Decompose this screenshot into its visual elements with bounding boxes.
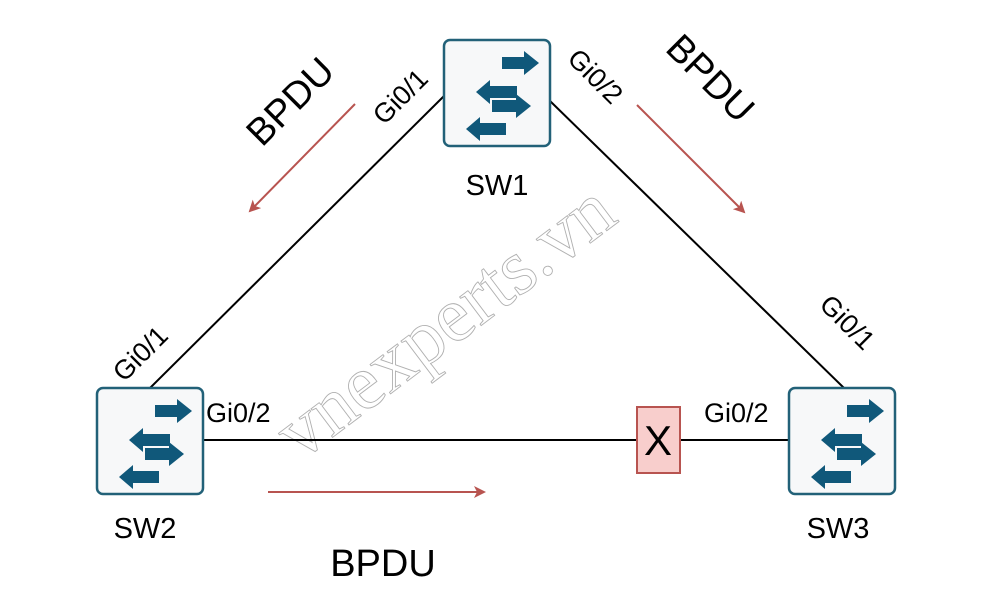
watermark-text: vnexperts.vn	[258, 165, 630, 476]
port-label-sw2-gi02: Gi0/2	[206, 398, 271, 428]
bpdu-arrow-sw1-to-sw3	[636, 104, 746, 214]
blocked-port-box	[636, 406, 681, 474]
blocked-port-x: X	[644, 417, 672, 464]
switch-icon	[787, 386, 897, 496]
switch-sw2[interactable]	[95, 386, 205, 496]
switch-label-sw1: SW1	[466, 170, 529, 202]
switch-label-sw2: SW2	[114, 513, 177, 545]
port-label-sw3-gi01: Gi0/1	[814, 289, 881, 356]
link-sw1-sw3	[548, 99, 845, 389]
bpdu-label-sw2-to-sw3: BPDU	[330, 543, 436, 585]
port-label-sw2-gi01: Gi0/1	[107, 320, 174, 387]
bpdu-arrow-sw1-to-sw2	[248, 103, 356, 213]
switch-sw1[interactable]	[442, 38, 552, 148]
bpdu-label-sw1-to-sw3: BPDU	[658, 27, 762, 131]
link-sw1-sw2	[149, 95, 445, 389]
switch-sw3[interactable]	[787, 386, 897, 496]
blocked-port-marker: X	[636, 406, 681, 474]
bpdu-label-sw1-to-sw2: BPDU	[239, 50, 343, 154]
switch-icon	[95, 386, 205, 496]
switch-icon	[442, 38, 552, 148]
port-label-sw1-gi02: Gi0/2	[562, 43, 629, 110]
port-label-sw1-gi01: Gi0/1	[367, 63, 434, 130]
port-label-sw3-gi02: Gi0/2	[704, 398, 769, 428]
switch-label-sw3: SW3	[807, 513, 870, 545]
